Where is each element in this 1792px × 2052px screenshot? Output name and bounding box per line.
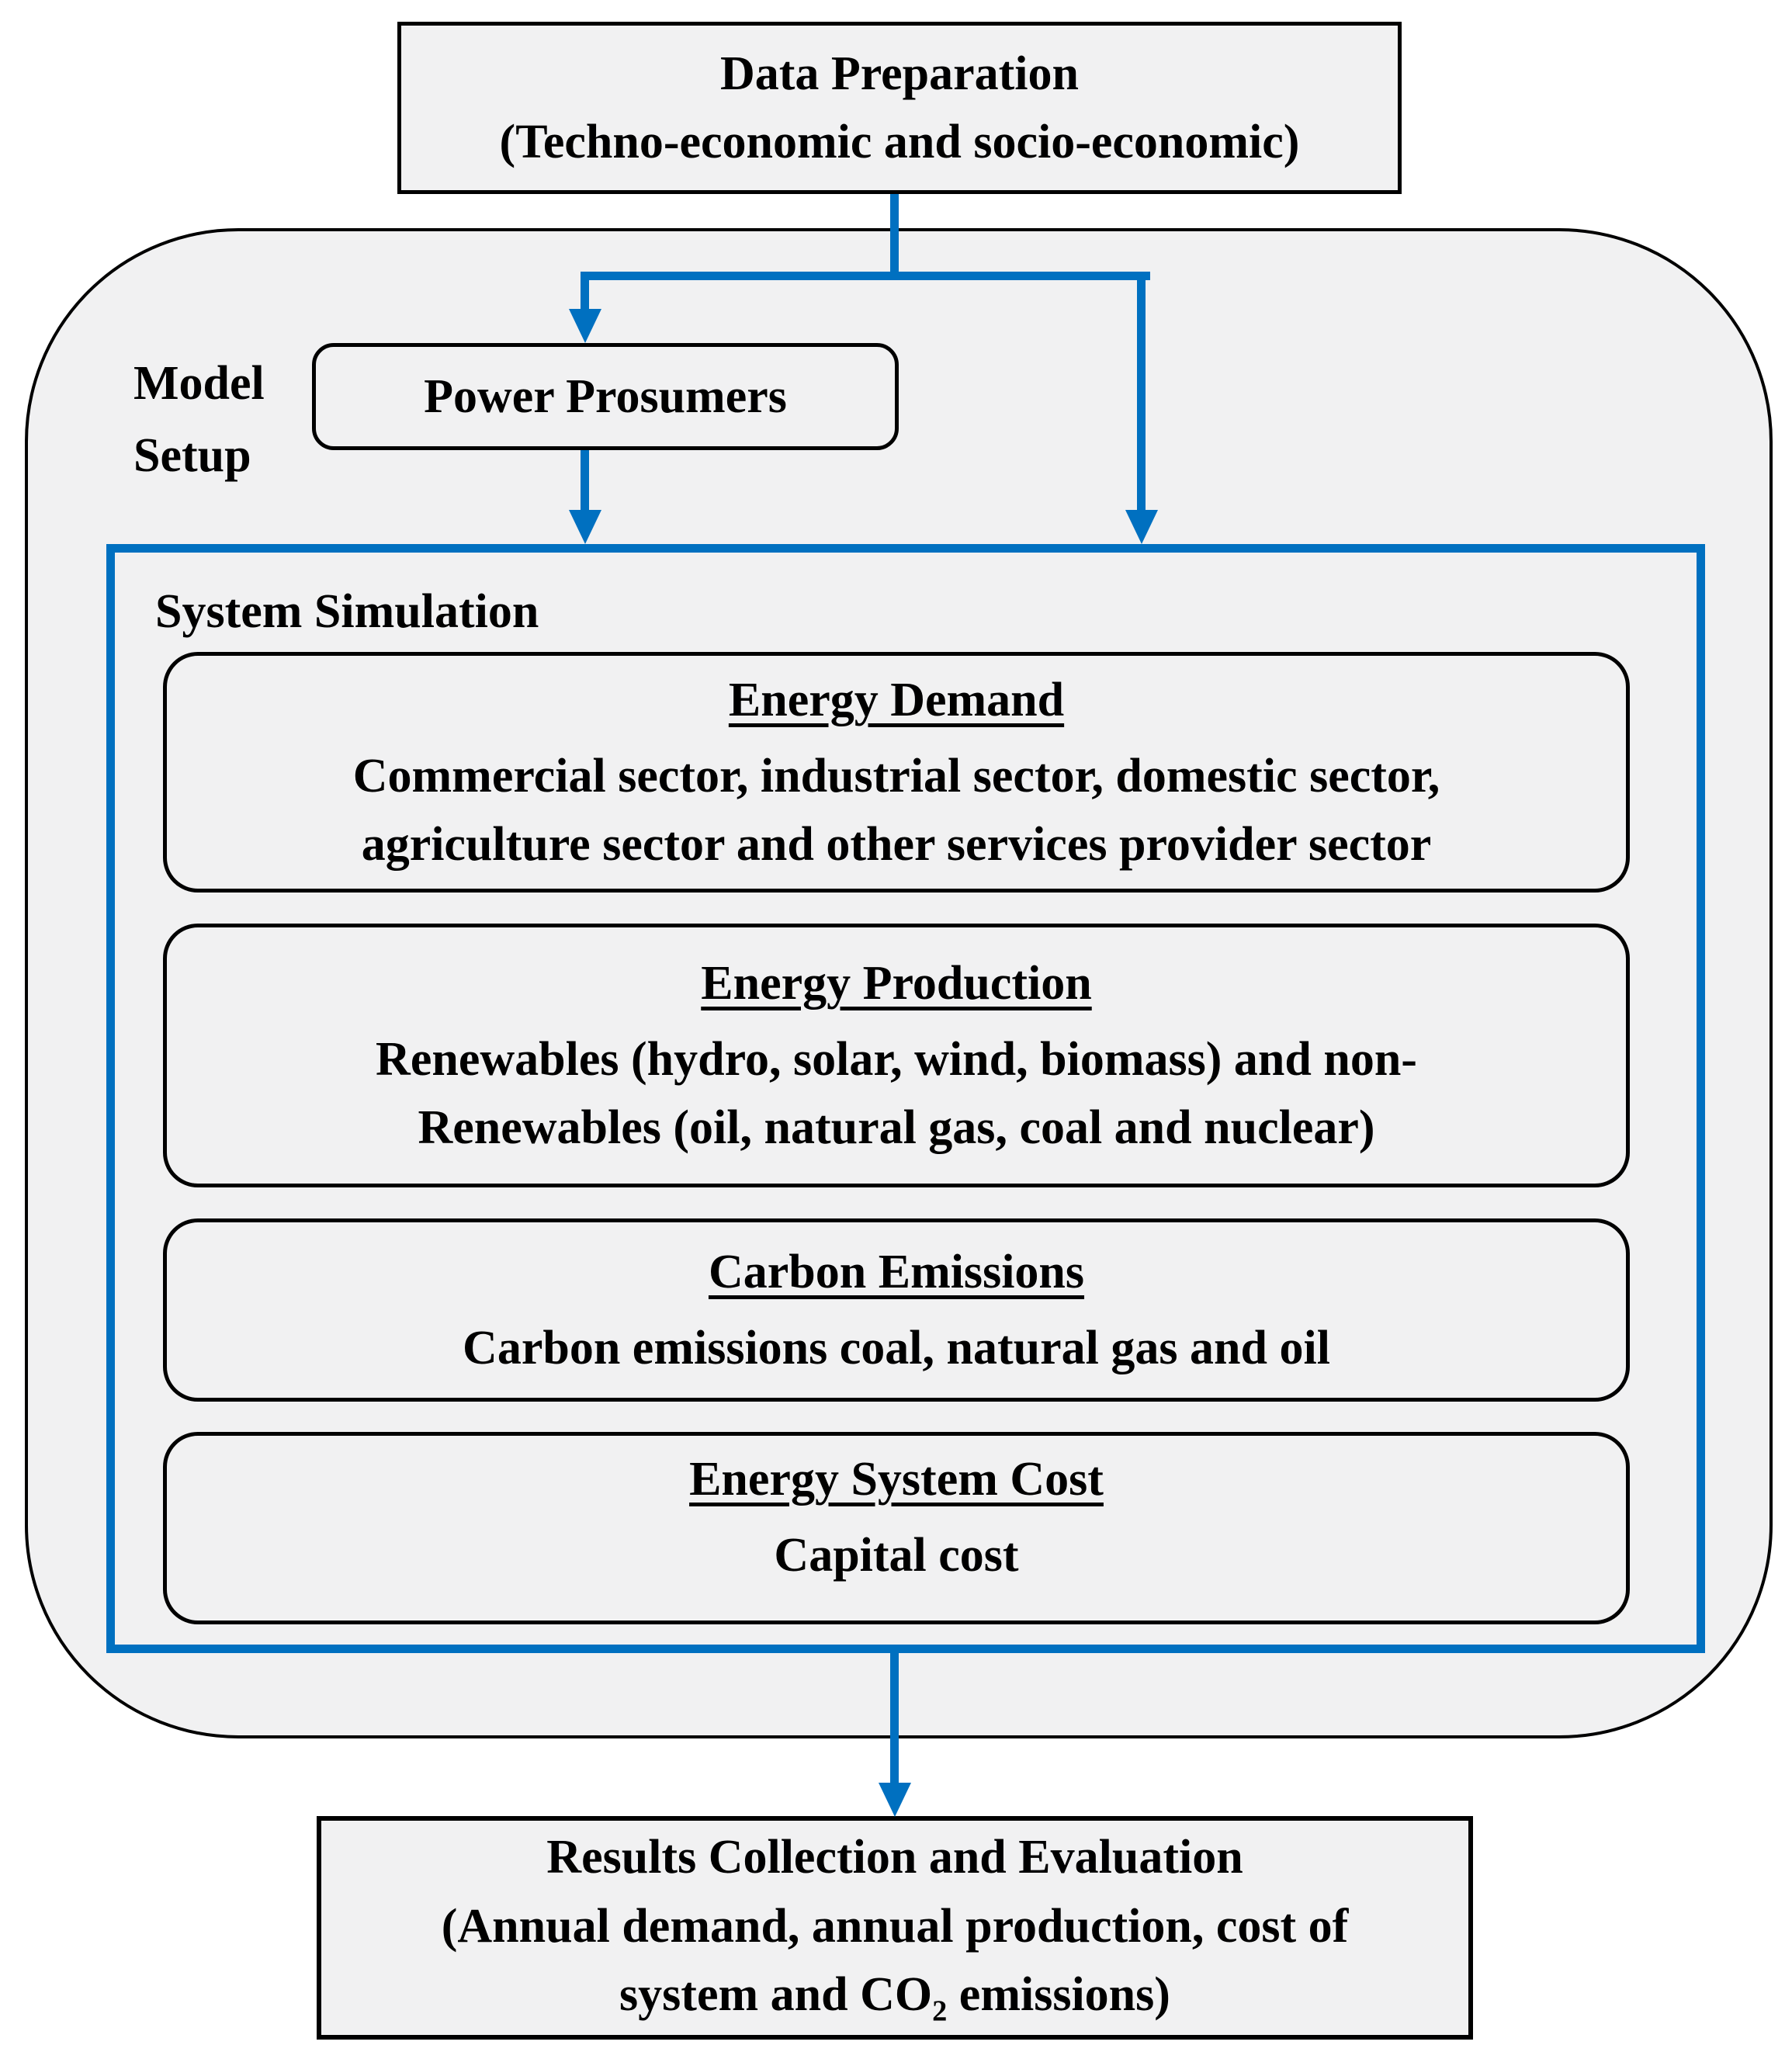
energy-demand-box: Energy Demand Commercial sector, industr… — [163, 652, 1630, 893]
model-setup-label: Model Setup — [133, 348, 265, 492]
energy-demand-title: Energy Demand — [728, 673, 1065, 726]
data-preparation-subtitle: (Techno-economic and socio-economic) — [499, 116, 1300, 168]
arrowhead-into-results — [879, 1783, 911, 1817]
system-simulation-label: System Simulation — [155, 585, 539, 638]
connector-right-drop — [1137, 272, 1146, 512]
carbon-emissions-title: Carbon Emissions — [708, 1245, 1085, 1298]
results-line2: (Annual demand, annual production, cost … — [441, 1899, 1349, 1953]
carbon-emissions-box: Carbon Emissions Carbon emissions coal, … — [163, 1218, 1630, 1402]
carbon-emissions-line1: Carbon emissions coal, natural gas and o… — [463, 1322, 1330, 1374]
data-preparation-title: Data Preparation — [719, 47, 1080, 100]
connector-left-drop — [581, 272, 589, 312]
power-prosumers-box: Power Prosumers — [312, 343, 899, 450]
connector-prosumers-down — [581, 450, 589, 512]
results-title: Results Collection and Evaluation — [546, 1831, 1243, 1884]
results-line3: system and CO2 emissions) — [619, 1967, 1170, 2027]
energy-system-cost-title: Energy System Cost — [689, 1452, 1104, 1506]
model-setup-label-line1: Model — [133, 357, 265, 410]
connector-dataprep-down — [890, 194, 899, 280]
energy-production-line1: Renewables (hydro, solar, wind, biomass)… — [376, 1032, 1417, 1086]
connector-simulation-to-results — [890, 1653, 899, 1785]
energy-demand-line2: agriculture sector and other services pr… — [361, 818, 1432, 872]
arrowhead-into-power-prosumers — [569, 309, 601, 343]
power-prosumers-label: Power Prosumers — [424, 369, 787, 423]
model-setup-label-line2: Setup — [133, 429, 251, 482]
data-preparation-box: Data Preparation (Techno-economic and so… — [397, 22, 1402, 194]
energy-production-title: Energy Production — [701, 956, 1092, 1010]
energy-production-box: Energy Production Renewables (hydro, sol… — [163, 924, 1630, 1187]
energy-system-cost-box: Energy System Cost Capital cost — [163, 1432, 1630, 1624]
arrowhead-into-system-simulation-right — [1125, 510, 1158, 544]
energy-production-line2: Renewables (oil, natural gas, coal and n… — [418, 1101, 1375, 1155]
arrowhead-into-system-simulation-left — [569, 510, 601, 544]
energy-demand-line1: Commercial sector, industrial sector, do… — [352, 749, 1440, 802]
energy-system-cost-line1: Capital cost — [774, 1529, 1019, 1582]
connector-branch-horizontal — [581, 272, 1150, 280]
results-box: Results Collection and Evaluation (Annua… — [317, 1816, 1473, 2040]
co2-subscript: 2 — [932, 1994, 948, 2027]
